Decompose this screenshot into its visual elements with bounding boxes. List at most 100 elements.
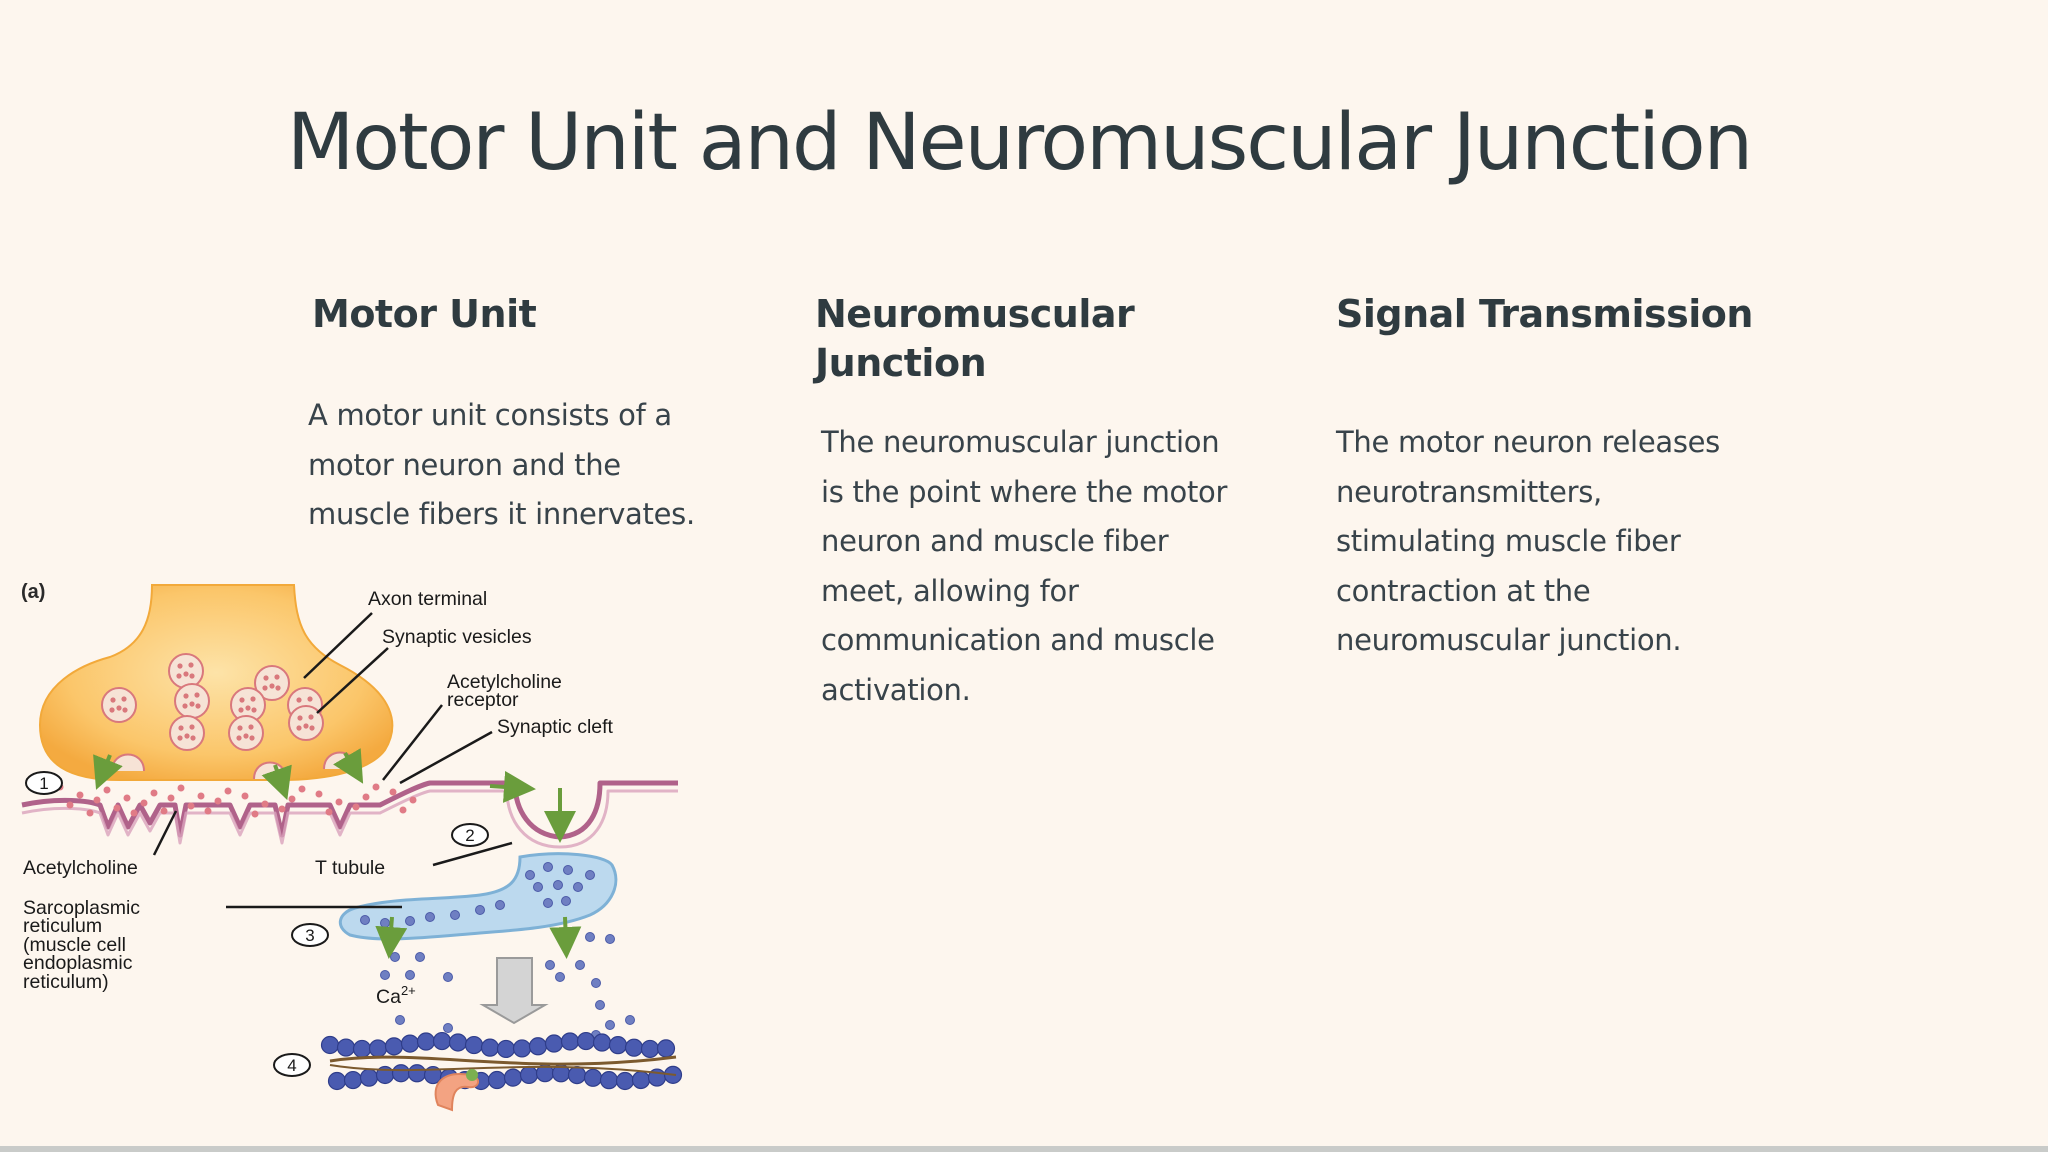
calcium-ion <box>380 970 390 980</box>
ach-molecule <box>409 796 417 804</box>
vesicle-dot <box>190 735 196 741</box>
actin-bead <box>352 1039 372 1059</box>
actin-bead <box>416 1032 436 1051</box>
neuromuscular-junction-diagram: (a) <box>0 565 690 1120</box>
vesicle-dot <box>296 725 302 731</box>
label-t-tubule: T tubule <box>315 857 385 879</box>
actin-bead <box>503 1068 523 1087</box>
vesicle-dot <box>307 696 313 702</box>
vesicle-dot <box>308 714 314 720</box>
calcium-ion <box>380 918 390 928</box>
vesicle-dot <box>245 705 251 711</box>
actin-bead <box>567 1065 587 1085</box>
ach-molecule <box>76 791 84 799</box>
actin-bead <box>512 1039 532 1058</box>
vesicle-dot <box>263 675 269 681</box>
vesicle-dot <box>183 693 189 699</box>
calcium-ion <box>415 952 425 962</box>
calcium-ion <box>573 882 583 892</box>
calcium-ion <box>533 882 543 892</box>
calcium-ion <box>625 1015 635 1025</box>
vesicle-dot <box>194 692 200 698</box>
vesicle <box>254 665 290 701</box>
calcium-ion <box>585 870 595 880</box>
vesicle-dot <box>236 735 242 741</box>
actin-bead <box>519 1065 539 1085</box>
calcium-ion <box>475 905 485 915</box>
label-sr-1: Sarcoplasmic <box>23 897 140 919</box>
ach-molecule <box>298 785 306 793</box>
calcium-ion <box>585 932 595 942</box>
acetylcholine-molecules <box>56 783 417 818</box>
actin-bead <box>327 1071 347 1091</box>
label-axon-terminal: Axon terminal <box>368 588 487 610</box>
actin-bead <box>583 1068 603 1087</box>
vesicle-dot <box>176 673 182 679</box>
label-sr-5: reticulum) <box>23 971 109 993</box>
actin-bead <box>496 1039 516 1059</box>
vesicle-dot <box>297 715 303 721</box>
vesicle-dot <box>109 707 115 713</box>
calcium-ions <box>360 862 635 1050</box>
vesicle-dot <box>248 724 254 730</box>
ach-molecule <box>372 783 380 791</box>
vesicle-dot <box>122 707 128 713</box>
calcium-ion <box>545 960 555 970</box>
calcium-ion <box>360 915 370 925</box>
vesicle-dot <box>269 683 275 689</box>
actin-bead <box>656 1039 676 1058</box>
page-title: Motor Unit and Neuromuscular Junction <box>287 98 1753 188</box>
calcium-ion <box>390 952 400 962</box>
calcium-ion <box>555 972 565 982</box>
vesicle-dot <box>184 733 190 739</box>
myosin-head <box>434 1069 479 1112</box>
label-sr-3: (muscle cell <box>23 934 126 956</box>
panel-label: (a) <box>21 581 45 603</box>
ach-molecule <box>66 801 74 809</box>
vesicle-dot <box>188 662 194 668</box>
calcium-ion <box>595 1000 605 1010</box>
actin-bead <box>615 1071 635 1091</box>
actin-bead <box>487 1070 507 1090</box>
actin-bead <box>640 1039 660 1059</box>
vesicle <box>169 715 205 751</box>
green-arrows <box>93 748 582 959</box>
ach-molecule <box>160 807 168 815</box>
calcium-ion <box>405 970 415 980</box>
ach-molecule <box>261 800 269 808</box>
actin-bead <box>343 1070 363 1090</box>
actin-bead <box>384 1037 404 1056</box>
actin-bead <box>544 1034 564 1053</box>
vesicle-dot <box>239 697 245 703</box>
actin-bead <box>368 1039 388 1058</box>
vesicle <box>288 705 324 741</box>
vesicle-dot <box>182 703 188 709</box>
vesicle-dot <box>121 696 127 702</box>
calcium-ion <box>575 960 585 970</box>
ach-molecule <box>288 795 296 803</box>
actin-bead <box>464 1035 484 1055</box>
ach-molecule <box>86 809 94 817</box>
ach-molecule <box>352 803 360 811</box>
ach-molecule <box>187 802 195 810</box>
ach-molecule <box>399 806 407 814</box>
vesicle-dot <box>116 705 122 711</box>
label-ach-receptor-2: receptor <box>447 689 519 711</box>
ach-molecule <box>214 797 222 805</box>
label-synaptic-vesicles: Synaptic vesicles <box>382 626 532 648</box>
release-arrow <box>479 957 549 1025</box>
column-body-motor-unit: A motor unit consists of a motor neuron … <box>308 398 695 532</box>
tropomyosin <box>329 1064 677 1076</box>
vesicle-dot <box>243 733 249 739</box>
vesicle-dot <box>189 724 195 730</box>
column-body-signal-transmission: The motor neuron releases neurotransmitt… <box>1336 425 1720 658</box>
actin-bead <box>336 1038 356 1057</box>
ach-molecule <box>315 790 323 798</box>
calcium-ion <box>605 1020 615 1030</box>
leader-lines <box>152 612 513 909</box>
label-sr-2: reticulum <box>23 915 102 937</box>
calcium-ion <box>543 898 553 908</box>
actin-bead <box>624 1038 644 1057</box>
actin-bead <box>560 1032 580 1051</box>
